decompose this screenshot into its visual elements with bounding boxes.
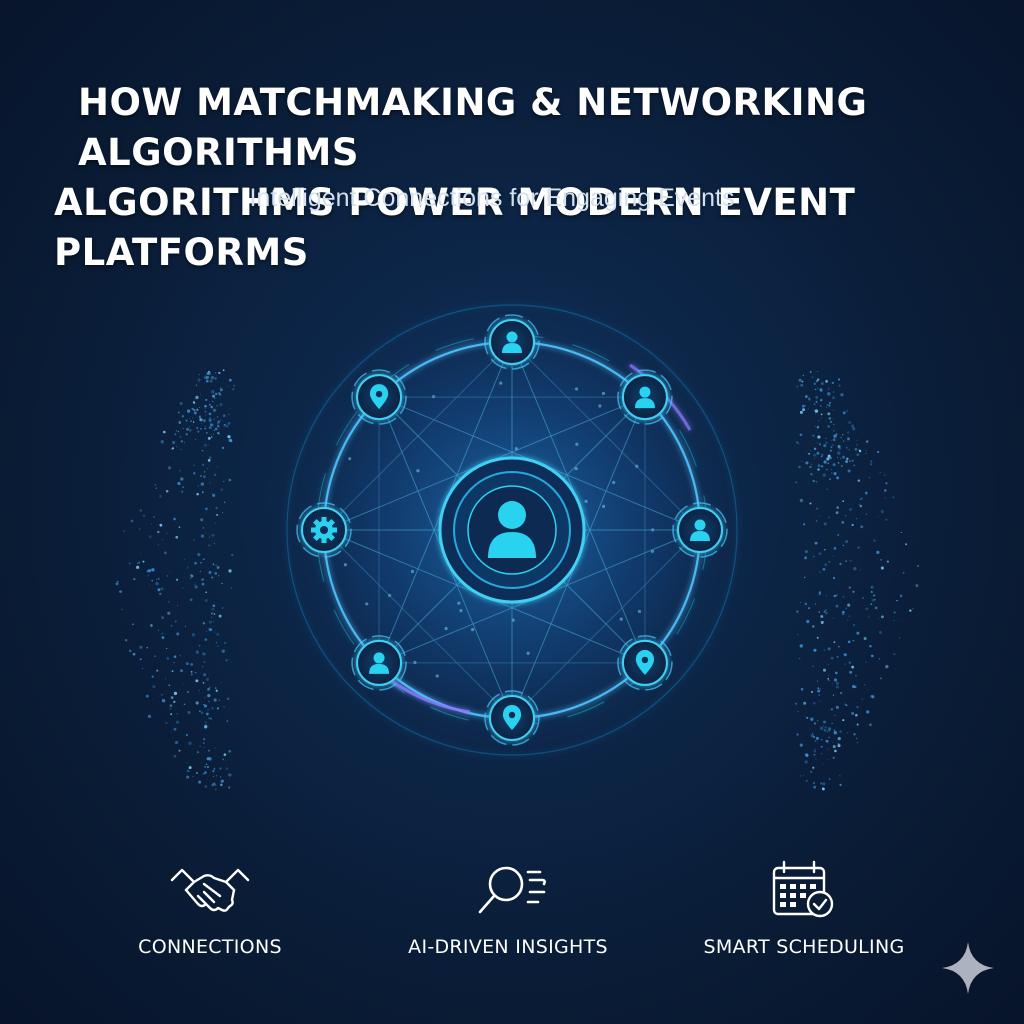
feature-label: AI-DRIVEN INSIGHTS <box>378 936 638 958</box>
calendar-check-icon <box>762 860 846 920</box>
feature-label: CONNECTIONS <box>80 936 340 958</box>
feature-smart-scheduling: SMART SCHEDULING <box>674 860 934 958</box>
feature-label: SMART SCHEDULING <box>674 936 934 958</box>
feature-connections: CONNECTIONS <box>80 860 340 958</box>
center-hub <box>440 458 584 602</box>
sparkle-icon <box>940 940 996 996</box>
handshake-icon <box>168 860 252 920</box>
magnifier-icon <box>466 860 550 920</box>
gear-icon <box>311 517 337 543</box>
feature-ai-insights: AI-DRIVEN INSIGHTS <box>378 860 638 958</box>
